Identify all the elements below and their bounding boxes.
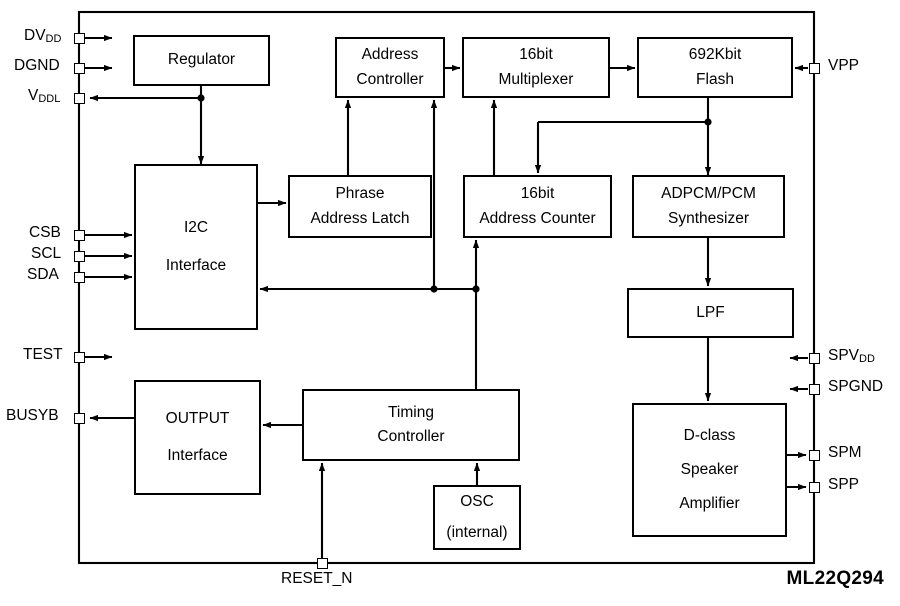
pin-pad-spvdd (808, 352, 820, 364)
pin-label-text: SDA (27, 266, 59, 283)
pin-pad-vddl (73, 92, 85, 104)
pin-label-text: VPP (828, 57, 860, 74)
block-label: (internal) (446, 523, 508, 541)
pin-label-text: SPGND (828, 378, 884, 395)
block-label: Speaker (680, 460, 739, 478)
pin-pad-reset-n (316, 557, 328, 569)
pin-pad-dgnd (73, 62, 85, 74)
block-adpcm-pcm-synthesizer: ADPCM/PCM Synthesizer (632, 175, 785, 238)
pin-label-text: RESET_N (281, 570, 353, 587)
junction-regulator (197, 94, 205, 102)
block-label: Flash (696, 70, 734, 88)
pin-label-text: CSB (29, 224, 61, 241)
pin-pad-scl (73, 250, 85, 262)
block-label: ADPCM/PCM (661, 185, 756, 203)
pin-label-text: SPV (828, 347, 860, 364)
pin-label-vpp: VPP (828, 57, 859, 75)
block-i2c-interface: I2C Interface (134, 164, 258, 330)
block-label: Address (361, 46, 419, 64)
pin-label-test: TEST (23, 346, 63, 364)
block-label: Timing (388, 403, 434, 421)
pin-label-text: SPP (828, 476, 860, 493)
pin-label-text: TEST (23, 346, 63, 363)
pin-label-subscript: DDL (38, 93, 61, 105)
chip-boundary (77, 10, 816, 565)
block-label: Amplifier (679, 495, 740, 512)
pin-pad-test (73, 351, 85, 363)
pin-label-subscript: DD (45, 33, 62, 45)
part-number-label: ML22Q294 (786, 568, 884, 589)
pin-pad-vpp (808, 62, 820, 74)
pin-label-dgnd: DGND (14, 57, 60, 75)
pin-label-text: V (28, 87, 39, 104)
pin-pad-sda (73, 271, 85, 283)
pin-label-sda: SDA (27, 266, 59, 284)
block-label: OUTPUT (165, 410, 230, 428)
pin-pad-dvdd (73, 32, 85, 44)
pin-label-text: SCL (31, 245, 62, 262)
block-label: LPF (696, 303, 725, 321)
block-label: 16bit (520, 185, 555, 203)
block-label: Controller (377, 428, 445, 445)
block-label: Synthesizer (668, 209, 749, 227)
block-address-controller: Address Controller (335, 37, 445, 98)
pin-label-text: BUSYB (6, 407, 59, 424)
pin-label-dvdd: DVDD (24, 27, 61, 45)
pin-label-reset-n: RESET_N (281, 570, 353, 588)
block-regulator: Regulator (133, 35, 270, 86)
block-lpf: LPF (627, 288, 794, 338)
pin-label-text: DV (24, 27, 46, 44)
block-label: 692Kbit (688, 46, 742, 64)
block-label: Multiplexer (498, 70, 574, 88)
block-label: Interface (165, 257, 227, 274)
pin-pad-spm (808, 449, 820, 461)
block-phrase-address-latch: Phrase Address Latch (288, 175, 432, 238)
block-label: Address Counter (479, 209, 596, 227)
pin-pad-spgnd (808, 383, 820, 395)
block-label: Address Latch (310, 209, 410, 227)
block-timing-controller: Timing Controller (302, 389, 520, 461)
block-address-counter: 16bit Address Counter (463, 175, 612, 238)
block-label: I2C (183, 218, 209, 236)
block-multiplexer: 16bit Multiplexer (462, 37, 610, 98)
block-flash: 692Kbit Flash (637, 37, 793, 98)
pin-pad-csb (73, 229, 85, 241)
pin-label-subscript: DD (859, 353, 875, 365)
block-label: Controller (356, 70, 424, 88)
block-label: 16bit (519, 46, 553, 64)
pin-label-spp: SPP (828, 476, 859, 494)
pin-label-text: DGND (14, 57, 60, 74)
block-label: D-class (683, 426, 736, 444)
block-label: Interface (167, 446, 228, 464)
block-label: Phrase (335, 185, 385, 203)
pin-pad-spp (808, 481, 820, 493)
pin-pad-busyb (73, 412, 85, 424)
block-speaker-amplifier: D-class Speaker Amplifier (632, 403, 787, 537)
pin-label-text: SPM (828, 444, 862, 461)
pin-label-vddl: VDDL (28, 87, 60, 105)
pin-label-scl: SCL (31, 245, 61, 263)
pin-label-spgnd: SPGND (828, 378, 883, 396)
block-label: Regulator (167, 51, 236, 69)
block-output-interface: OUTPUT Interface (134, 380, 261, 495)
pin-label-csb: CSB (29, 224, 61, 242)
block-osc: OSC (internal) (433, 485, 521, 550)
pin-label-spm: SPM (828, 444, 862, 462)
block-label: OSC (460, 493, 494, 511)
pin-label-spvdd: SPVDD (828, 347, 875, 365)
pin-label-busyb: BUSYB (6, 407, 59, 425)
